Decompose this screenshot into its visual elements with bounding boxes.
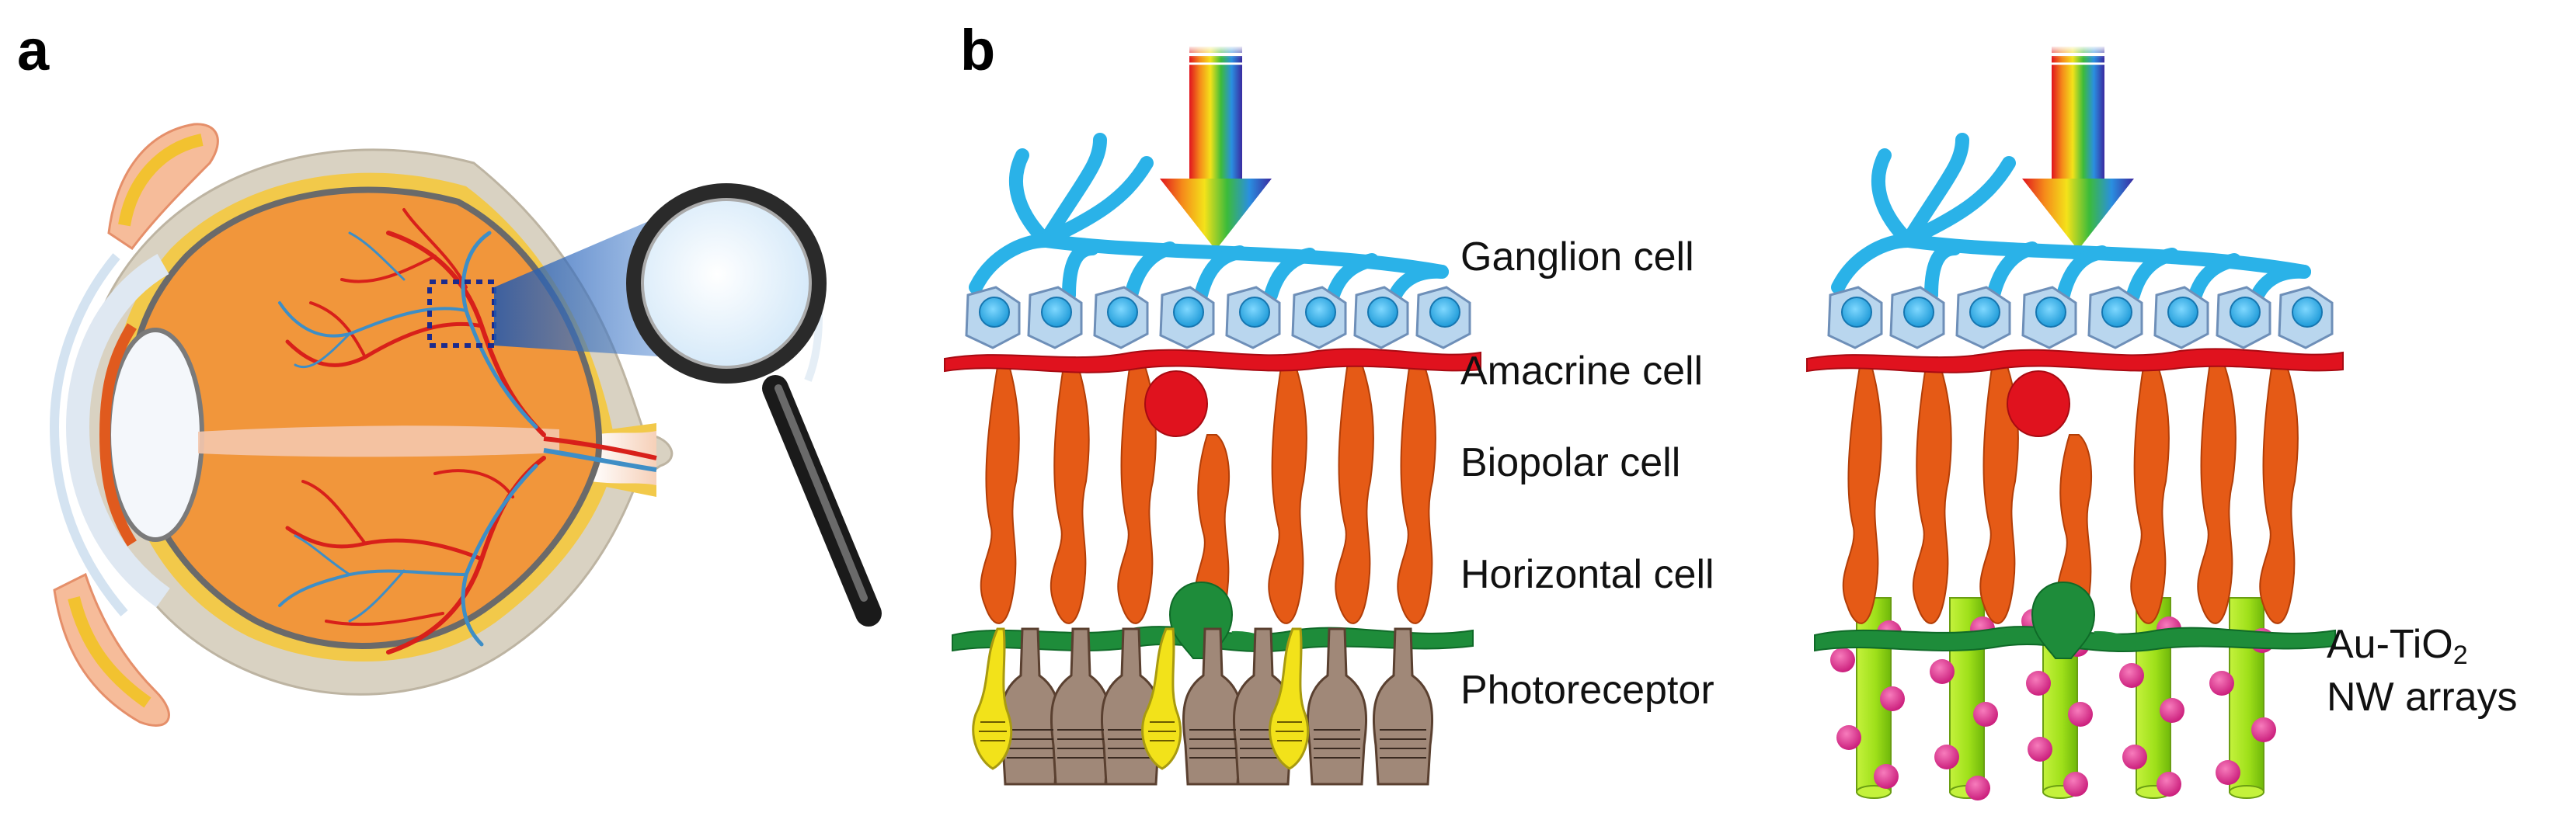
label-ganglion-cell: Ganglion cell: [1460, 234, 1694, 280]
magnifying-glass-icon: [626, 183, 882, 627]
label-horizontal-cell: Horizontal cell: [1460, 552, 1714, 597]
label-nw-subscript: 2: [2452, 641, 2468, 670]
label-photoreceptor: Photoreceptor: [1460, 668, 1714, 713]
retina-natural: [945, 45, 1481, 786]
retina-nanowire: [1807, 45, 2343, 800]
label-amacrine-cell: Amacrine cell: [1460, 349, 1704, 394]
light-arrow-icon: [1158, 45, 1273, 252]
label-bipolar-cell: Biopolar cell: [1460, 440, 1681, 485]
nanowire-arrays: [1830, 597, 2276, 800]
panel-label-b: b: [960, 18, 996, 82]
label-nw-arrays: Au-TiO2 NW arrays: [2327, 620, 2518, 723]
eye-illustration: [49, 123, 785, 727]
panel-label-a: a: [17, 18, 50, 82]
label-nw-line2: NW arrays: [2327, 674, 2518, 720]
label-nw-line1: Au-TiO: [2327, 622, 2453, 667]
light-arrow-icon-2: [2021, 45, 2136, 252]
